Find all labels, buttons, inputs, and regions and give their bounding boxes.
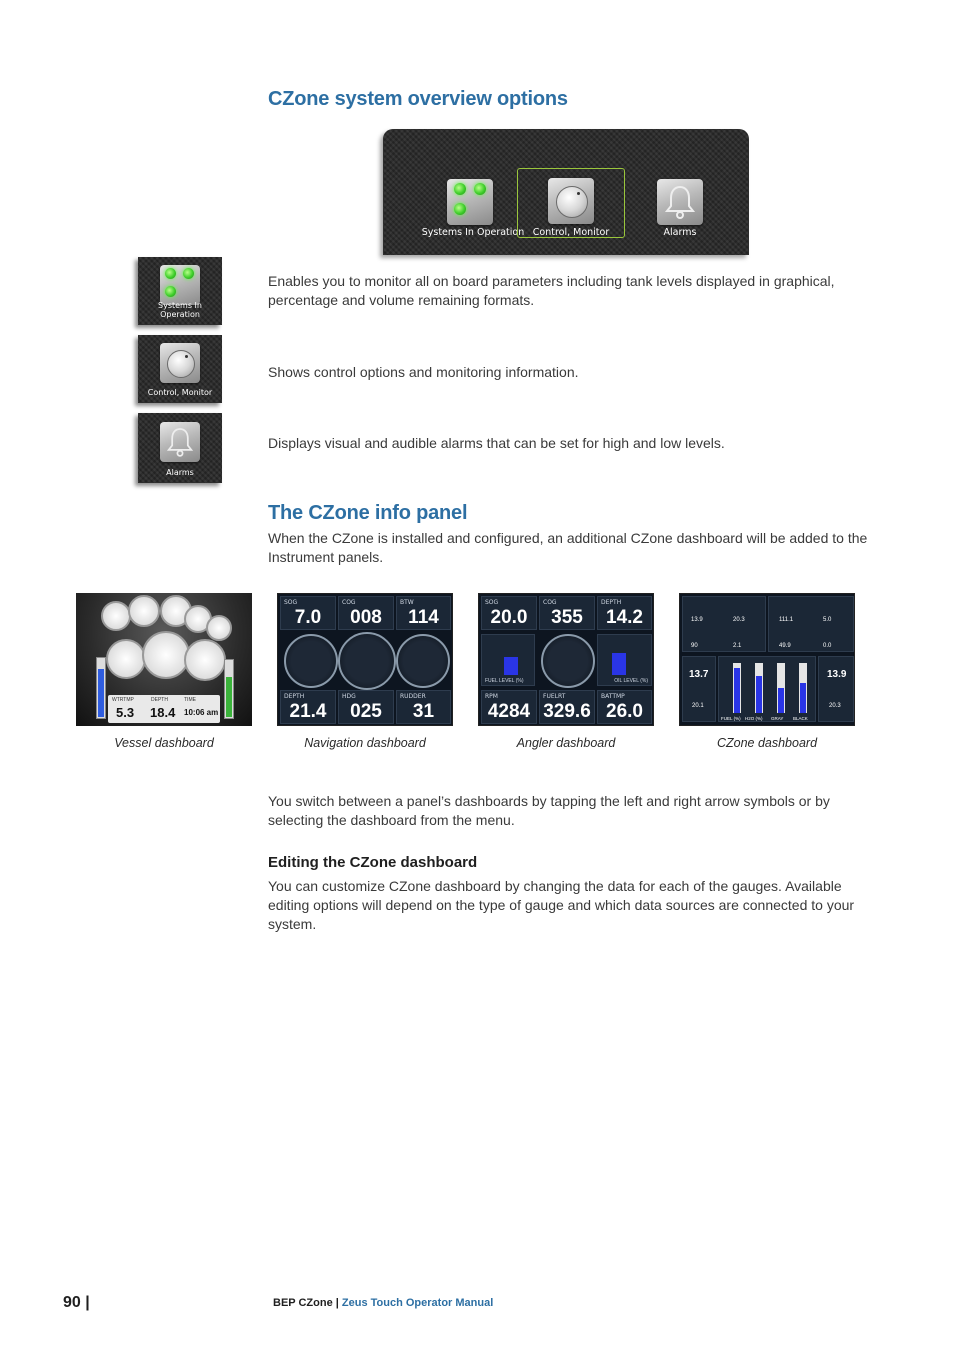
nav-depth-value: 21.4 xyxy=(289,701,327,722)
control-knob-icon xyxy=(160,343,200,383)
nav-sog-value: 7.0 xyxy=(294,607,322,628)
systems-description: Enables you to monitor all on board para… xyxy=(268,273,835,308)
alarms-tile: Alarms xyxy=(138,413,222,483)
section-title-info-panel: The CZone info panel xyxy=(268,502,468,524)
angler-rpm-value: 4284 xyxy=(487,701,531,722)
angler-fuel-gauge: FUEL LEVEL (%) xyxy=(481,634,535,686)
control-tile: Control, Monitor xyxy=(138,335,222,403)
czone-batt-left: 13.7 xyxy=(689,669,709,680)
overview-control-label: Control, Monitor xyxy=(532,227,610,238)
vessel-value-3: 10:06 am xyxy=(184,708,219,717)
vessel-wtrtmp-label: WTRTMP xyxy=(112,697,134,703)
navigation-dashboard-caption: Navigation dashboard xyxy=(304,736,426,750)
overview-control[interactable]: Control, Monitor xyxy=(517,168,625,238)
angler-depth-value: 14.2 xyxy=(606,607,643,628)
systems-icon xyxy=(160,265,200,305)
nav-cog-value: 008 xyxy=(350,607,382,628)
nav-hdg-value: 025 xyxy=(350,701,382,722)
vessel-dashboard-image: WTRTMP DEPTH TIME 5.3 18.4 10:06 am xyxy=(76,593,252,726)
czone-dashboard-caption: CZone dashboard xyxy=(716,736,818,750)
angler-fuelrt-value: 329.6 xyxy=(543,701,591,722)
angler-dashboard-caption: Angler dashboard xyxy=(516,736,616,750)
overview-panel: Systems In Operation Control, Monitor Al… xyxy=(383,129,749,255)
overview-systems-label: Systems In Operation xyxy=(421,227,525,238)
angler-oil-gauge: OIL LEVEL (%) xyxy=(597,634,652,686)
nav-btw-value: 114 xyxy=(408,607,439,628)
vessel-dashboard-caption: Vessel dashboard xyxy=(114,736,214,750)
angler-cog-value: 355 xyxy=(551,607,583,628)
info-panel-intro: When the CZone is installed and configur… xyxy=(268,530,868,565)
section-title-overview: CZone system overview options xyxy=(268,88,568,110)
nav-rudder-value: 31 xyxy=(412,701,435,722)
footer: BEP CZone | Zeus Touch Operator Manual xyxy=(273,1297,493,1309)
vessel-depth-label: DEPTH xyxy=(151,697,168,703)
angler-sog-value: 20.0 xyxy=(490,607,528,628)
page-number: 90 | xyxy=(63,1294,90,1311)
alarms-description: Displays visual and audible alarms that … xyxy=(268,435,725,451)
editing-title: Editing the CZone dashboard xyxy=(268,854,478,871)
alarms-tile-label: Alarms xyxy=(166,468,194,477)
overview-alarms[interactable]: Alarms xyxy=(627,129,733,255)
systems-icon xyxy=(447,179,493,225)
control-description: Shows control options and monitoring inf… xyxy=(268,364,579,380)
systems-tile-label: Systems In Operation xyxy=(158,301,202,319)
vessel-time-label: TIME xyxy=(184,697,196,703)
czone-dashboard-image: 13.9 20.3 90 2.1 111.1 5.0 49.9 0.0 13.7… xyxy=(679,593,855,726)
bell-icon xyxy=(160,422,200,462)
footer-manual: Zeus Touch Operator Manual xyxy=(341,1297,494,1309)
czone-batt-right: 13.9 xyxy=(827,669,847,680)
vessel-value-1: 5.3 xyxy=(116,705,135,720)
footer-sep: | xyxy=(332,1297,342,1309)
editing-body: You can customize CZone dashboard by cha… xyxy=(268,878,855,932)
systems-tile: Systems In Operation xyxy=(138,257,222,325)
control-knob-icon xyxy=(548,178,594,224)
bell-icon xyxy=(657,179,703,225)
switch-dashboards-text: You switch between a panel’s dashboards … xyxy=(268,793,830,828)
vessel-value-2: 18.4 xyxy=(150,705,176,720)
czone-tank-bars: FUEL (%) H2O (%) GRAY BLACK xyxy=(718,656,816,722)
overview-alarms-label: Alarms xyxy=(663,227,697,238)
footer-product: BEP CZone xyxy=(273,1297,333,1309)
control-tile-label: Control, Monitor xyxy=(147,388,213,397)
overview-systems[interactable]: Systems In Operation xyxy=(420,129,526,255)
angler-battmp-value: 26.0 xyxy=(606,701,643,722)
